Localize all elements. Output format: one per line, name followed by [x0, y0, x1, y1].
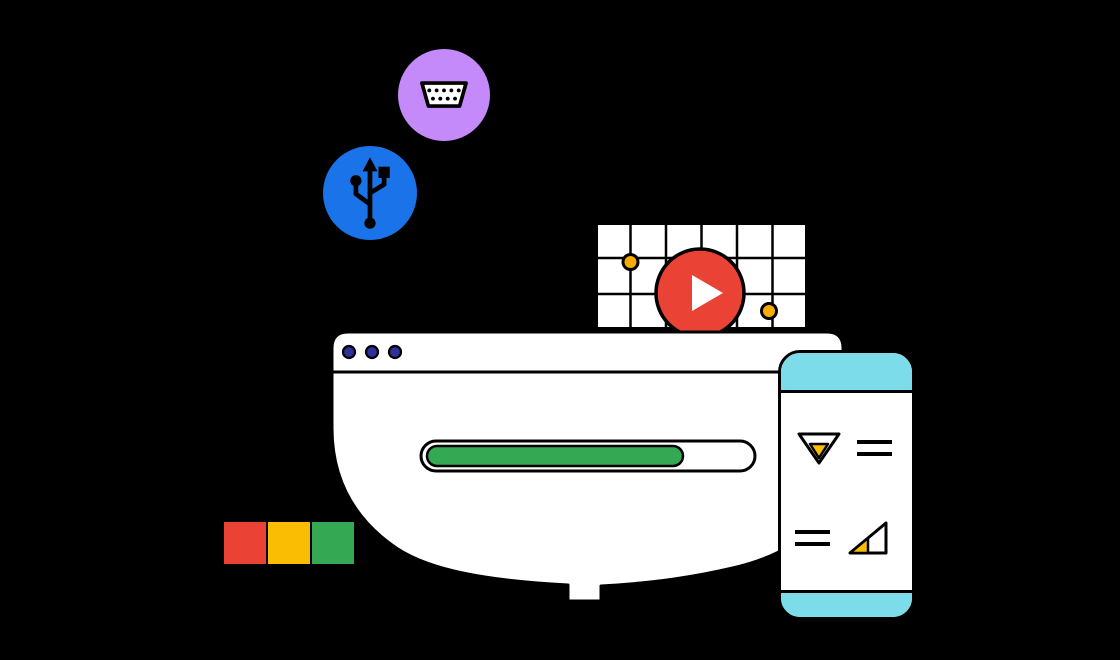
text-line: [857, 440, 892, 444]
grid-node-dot: [760, 302, 778, 320]
color-swatch-red: [222, 520, 268, 566]
text-line: [795, 542, 830, 546]
usb-badge: [323, 146, 417, 240]
window-control-dot: [387, 344, 403, 360]
window-control-dot: [341, 344, 357, 360]
browser-window: [330, 330, 845, 603]
phone-row-signal: [781, 515, 912, 561]
signal-strength-icon: [848, 521, 888, 555]
play-icon: [654, 247, 746, 339]
text-lines: [857, 440, 892, 456]
phone-row-wifi: [781, 425, 912, 471]
window-control-dot: [364, 344, 380, 360]
phone-top-band: [781, 353, 912, 393]
wifi-icon: [797, 432, 841, 465]
color-swatch-yellow: [266, 520, 312, 566]
color-swatch-green: [310, 520, 356, 566]
serial-port-badge: [398, 49, 490, 141]
text-line: [795, 530, 830, 534]
text-line: [857, 452, 892, 456]
progress-bar-fill: [425, 444, 685, 468]
color-swatches: [222, 520, 356, 566]
play-button[interactable]: [652, 245, 748, 341]
window-control-dots: [341, 344, 403, 360]
phone-bottom-band: [781, 590, 912, 617]
serial-port-icon: [420, 81, 468, 108]
grid-node-dot: [621, 253, 640, 271]
usb-icon: [350, 157, 390, 229]
text-lines: [795, 530, 830, 546]
phone-device: [778, 350, 915, 620]
serial-port-pins: [427, 88, 461, 101]
